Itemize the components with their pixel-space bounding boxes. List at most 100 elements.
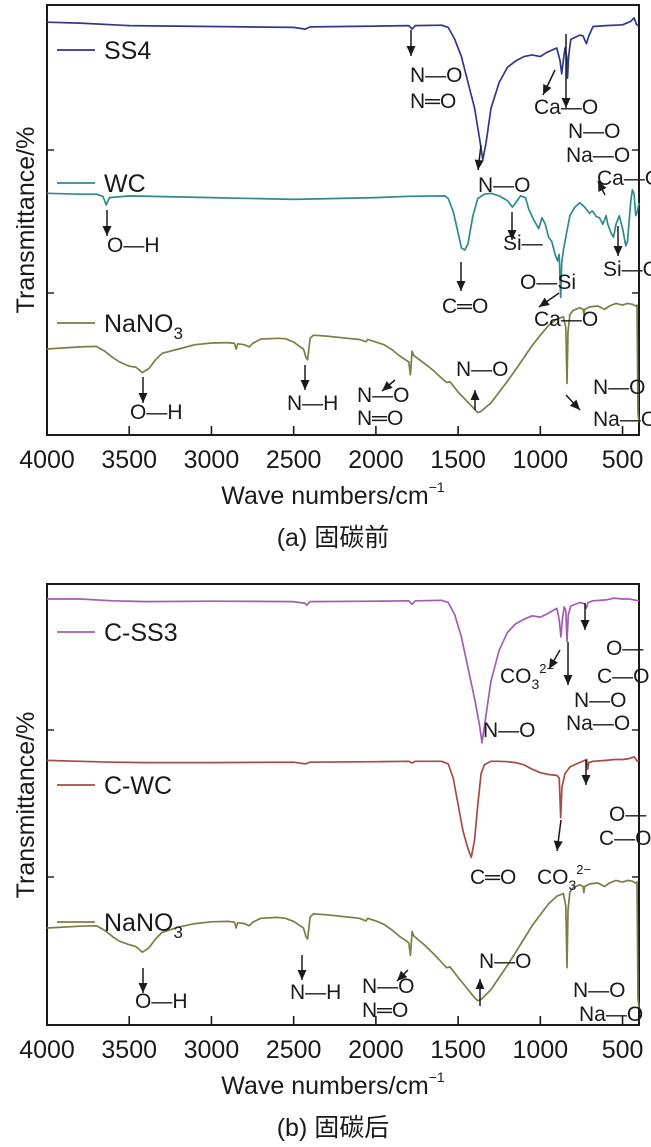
peak-annotation: N—O <box>406 30 463 87</box>
peak-annotation: O—H <box>135 968 188 1013</box>
arrowhead-icon <box>300 380 310 390</box>
arrowhead-icon <box>539 297 550 307</box>
peak-annotation: C═O <box>470 866 516 889</box>
arrowhead-icon <box>382 381 393 391</box>
annotation-label: N—O <box>574 689 627 712</box>
x-ticks <box>46 426 624 435</box>
peak-annotation: N—O <box>593 376 646 399</box>
plot-frame <box>46 4 640 436</box>
arrowhead-icon <box>543 84 552 95</box>
annotation-label: O— <box>606 637 643 660</box>
peak-annotation: N═O <box>410 90 456 113</box>
peak-annotation: CO32− <box>500 649 561 692</box>
peak-annotation: Ca—O <box>597 167 651 196</box>
annotation-label: O—H <box>130 401 183 424</box>
annotation-label: N—O <box>456 358 509 381</box>
legend-label: C-SS3 <box>104 619 178 647</box>
annotation-label: C—O <box>599 827 651 850</box>
x-axis-title: Wave numbers/cm−1 <box>221 1069 445 1100</box>
peak-annotation: N—O <box>573 979 626 1002</box>
annotation-label: N—O <box>362 975 415 998</box>
peak-annotation: Na—O <box>566 144 630 167</box>
curves <box>46 597 640 1008</box>
peak-annotation: Na—O <box>565 394 651 431</box>
arrowhead-icon <box>456 281 466 291</box>
peak-annotation: CO32− <box>537 819 591 893</box>
annotation-label: Ca—O <box>597 167 651 190</box>
annotation-label: N—H <box>290 981 341 1004</box>
arrowhead-icon <box>470 390 480 400</box>
arrowhead-icon <box>598 181 607 192</box>
arrowhead-icon <box>297 970 307 980</box>
x-tick-label: 3500 <box>101 1036 157 1064</box>
x-tick-label: 3000 <box>184 1036 240 1064</box>
x-tick-label: 3500 <box>101 446 157 474</box>
peak-annotation: N—O <box>362 969 415 998</box>
annotations: N—ON═ON—OCa—ON—ONa—OCa—OO—HSi—O—SiC═OCa—… <box>102 30 651 431</box>
arrowhead-icon <box>569 399 580 410</box>
x-tick-label: 4000 <box>19 446 75 474</box>
curves <box>46 17 640 423</box>
annotation-label: Na—O <box>566 712 630 735</box>
peak-annotation: N═O <box>362 999 408 1022</box>
annotation-label: C—O <box>597 665 650 688</box>
annotation-label: N—O <box>478 174 531 197</box>
arrowhead-icon <box>563 675 573 685</box>
arrowhead-icon <box>580 620 590 630</box>
peak-annotation: Si— <box>503 212 543 255</box>
annotation-label: N—O <box>568 120 621 143</box>
peak-annotation: O— <box>581 760 646 826</box>
annotation-label: Ca—O <box>534 308 598 331</box>
annotation-label: CO32− <box>500 661 554 692</box>
peak-annotation: Si—O <box>603 226 651 281</box>
legend-label: NaNO3 <box>104 909 183 942</box>
peak-annotation: C—O <box>599 827 651 850</box>
annotation-label: N═O <box>362 999 408 1022</box>
y-axis-title: Transmittance/% <box>12 712 40 899</box>
peak-annotation: N—H <box>290 955 341 1004</box>
y-ticks <box>47 729 639 878</box>
peak-annotation: O—H <box>130 377 183 424</box>
annotation-label: O—H <box>107 234 160 257</box>
arrowhead-icon <box>581 775 591 785</box>
x-tick-label: 1000 <box>513 446 569 474</box>
arrowhead-icon <box>474 159 484 170</box>
y-axis-title: Transmittance/% <box>12 127 40 314</box>
arrowhead-icon <box>138 983 148 993</box>
x-tick-label: 1500 <box>430 1036 486 1064</box>
arrowhead-icon <box>553 840 563 851</box>
peak-annotation: Ca—O <box>534 292 598 331</box>
peak-annotation: Na—O <box>579 1003 643 1026</box>
arrowhead-icon <box>406 46 416 56</box>
legend-label: SS4 <box>104 37 151 65</box>
panel-caption: (b) 固碳后 <box>277 1114 390 1142</box>
annotation-label: C═O <box>470 866 516 889</box>
series-line-nano3 <box>46 302 640 423</box>
panel-caption: (a) 固碳前 <box>277 524 390 552</box>
peak-annotation: C═O <box>442 262 488 318</box>
series-line-ss4 <box>46 17 640 161</box>
peak-annotation: Na—O <box>566 712 630 735</box>
annotation-label: Na—O <box>579 1003 643 1026</box>
annotation-label: N—O <box>573 979 626 1002</box>
peak-annotation: N—O <box>474 144 531 197</box>
annotation-label: CO32− <box>537 862 591 893</box>
peak-annotation: C—O <box>597 665 650 688</box>
x-axis-title: Wave numbers/cm−1 <box>221 479 445 510</box>
x-tick-label: 2500 <box>266 446 322 474</box>
arrowhead-icon <box>475 979 485 989</box>
plot-frame <box>46 583 640 1026</box>
peak-annotation: O—H <box>102 210 160 257</box>
annotation-label: N—H <box>287 392 338 415</box>
x-tick-label: 500 <box>602 1036 644 1064</box>
annotation-label: O—H <box>135 990 188 1013</box>
x-tick-label: 2000 <box>348 446 404 474</box>
annotation-label: Na—O <box>593 408 651 431</box>
annotation-label: Si—O <box>603 258 651 281</box>
x-tick-label: 3000 <box>184 446 240 474</box>
series-line-wc <box>46 189 640 299</box>
